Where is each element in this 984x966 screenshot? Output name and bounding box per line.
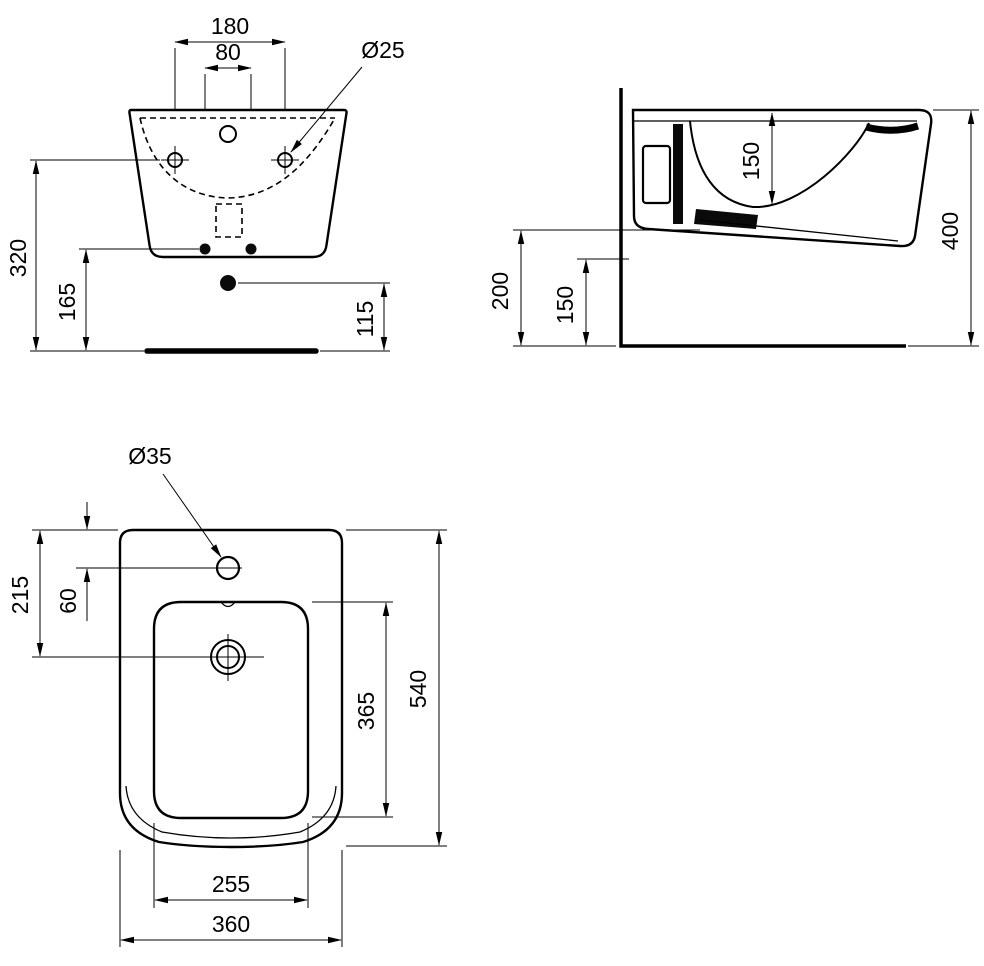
side-view: 150 400 200 150 — [487, 88, 979, 348]
top-view: Ø35 215 60 365 540 — [7, 443, 447, 947]
front-body-outline — [128, 108, 348, 259]
dim-bowl-depth: 150 — [738, 112, 776, 205]
dim-165-label: 165 — [54, 283, 80, 321]
rim-section-band — [865, 122, 920, 134]
dim-hole-diameter: Ø25 — [290, 37, 405, 153]
dim-tap-diameter-label: Ø35 — [128, 443, 171, 469]
underside-inner-line — [699, 219, 899, 242]
dim-underside-height: 200 — [487, 229, 700, 347]
dim-overall-height: 400 — [908, 109, 979, 347]
dim-365-label: 365 — [353, 692, 379, 730]
overflow-hole — [219, 125, 237, 143]
leader-line — [162, 473, 222, 558]
front-bowl-hidden-line — [139, 117, 336, 199]
ceramic-section-bar — [673, 124, 683, 224]
dim-255-label: 255 — [212, 871, 250, 897]
dim-540-label: 540 — [405, 670, 431, 708]
dim-215-label: 215 — [7, 576, 33, 614]
dim-bolt-height: 165 — [54, 248, 199, 351]
front-edge-line — [125, 785, 337, 839]
front-view: 180 80 Ø25 — [5, 13, 405, 354]
dim-basin-width: 255 — [153, 823, 309, 908]
top-basin-outline — [152, 600, 310, 820]
fixing-hole-right — [271, 146, 299, 174]
dim-360-label: 360 — [212, 911, 250, 937]
dim-400-label: 400 — [937, 212, 963, 250]
side-bowl-profile — [689, 120, 870, 209]
leader-line — [290, 66, 363, 153]
overflow-notch — [220, 601, 236, 608]
dim-60-label: 60 — [55, 588, 81, 614]
dim-150-bowl-label: 150 — [738, 142, 764, 180]
drain-outlet-dot — [220, 275, 236, 291]
dim-80-label: 80 — [215, 39, 241, 65]
dim-overall-length: 540 — [346, 529, 447, 847]
front-drain-hidden-rect — [215, 203, 243, 238]
dim-hole-spacing: 180 — [174, 13, 286, 149]
dim-drain-height: 150 — [552, 258, 629, 346]
wall-bracket — [641, 144, 672, 205]
bottom-bolt-right — [245, 243, 257, 255]
dim-basin-length: 365 — [312, 601, 393, 818]
dim-tap-diameter: Ø35 — [128, 443, 222, 558]
dim-320-label: 320 — [5, 239, 31, 277]
dim-115-label: 115 — [352, 301, 378, 338]
bottom-bolt-left — [199, 243, 211, 255]
dim-overall-width: 360 — [119, 850, 343, 947]
dim-outlet-height: 115 — [238, 282, 390, 352]
dim-hole-diameter-label: Ø25 — [361, 37, 404, 63]
dim-150-floor-label: 150 — [552, 286, 578, 324]
dim-tap-offset: 60 — [55, 502, 91, 621]
dim-200-label: 200 — [487, 272, 513, 310]
dim-180-label: 180 — [211, 13, 249, 39]
fixing-hole-left — [161, 146, 189, 174]
dim-drain-offset: 215 — [7, 530, 44, 657]
dim-rim-height: 320 — [5, 159, 160, 352]
